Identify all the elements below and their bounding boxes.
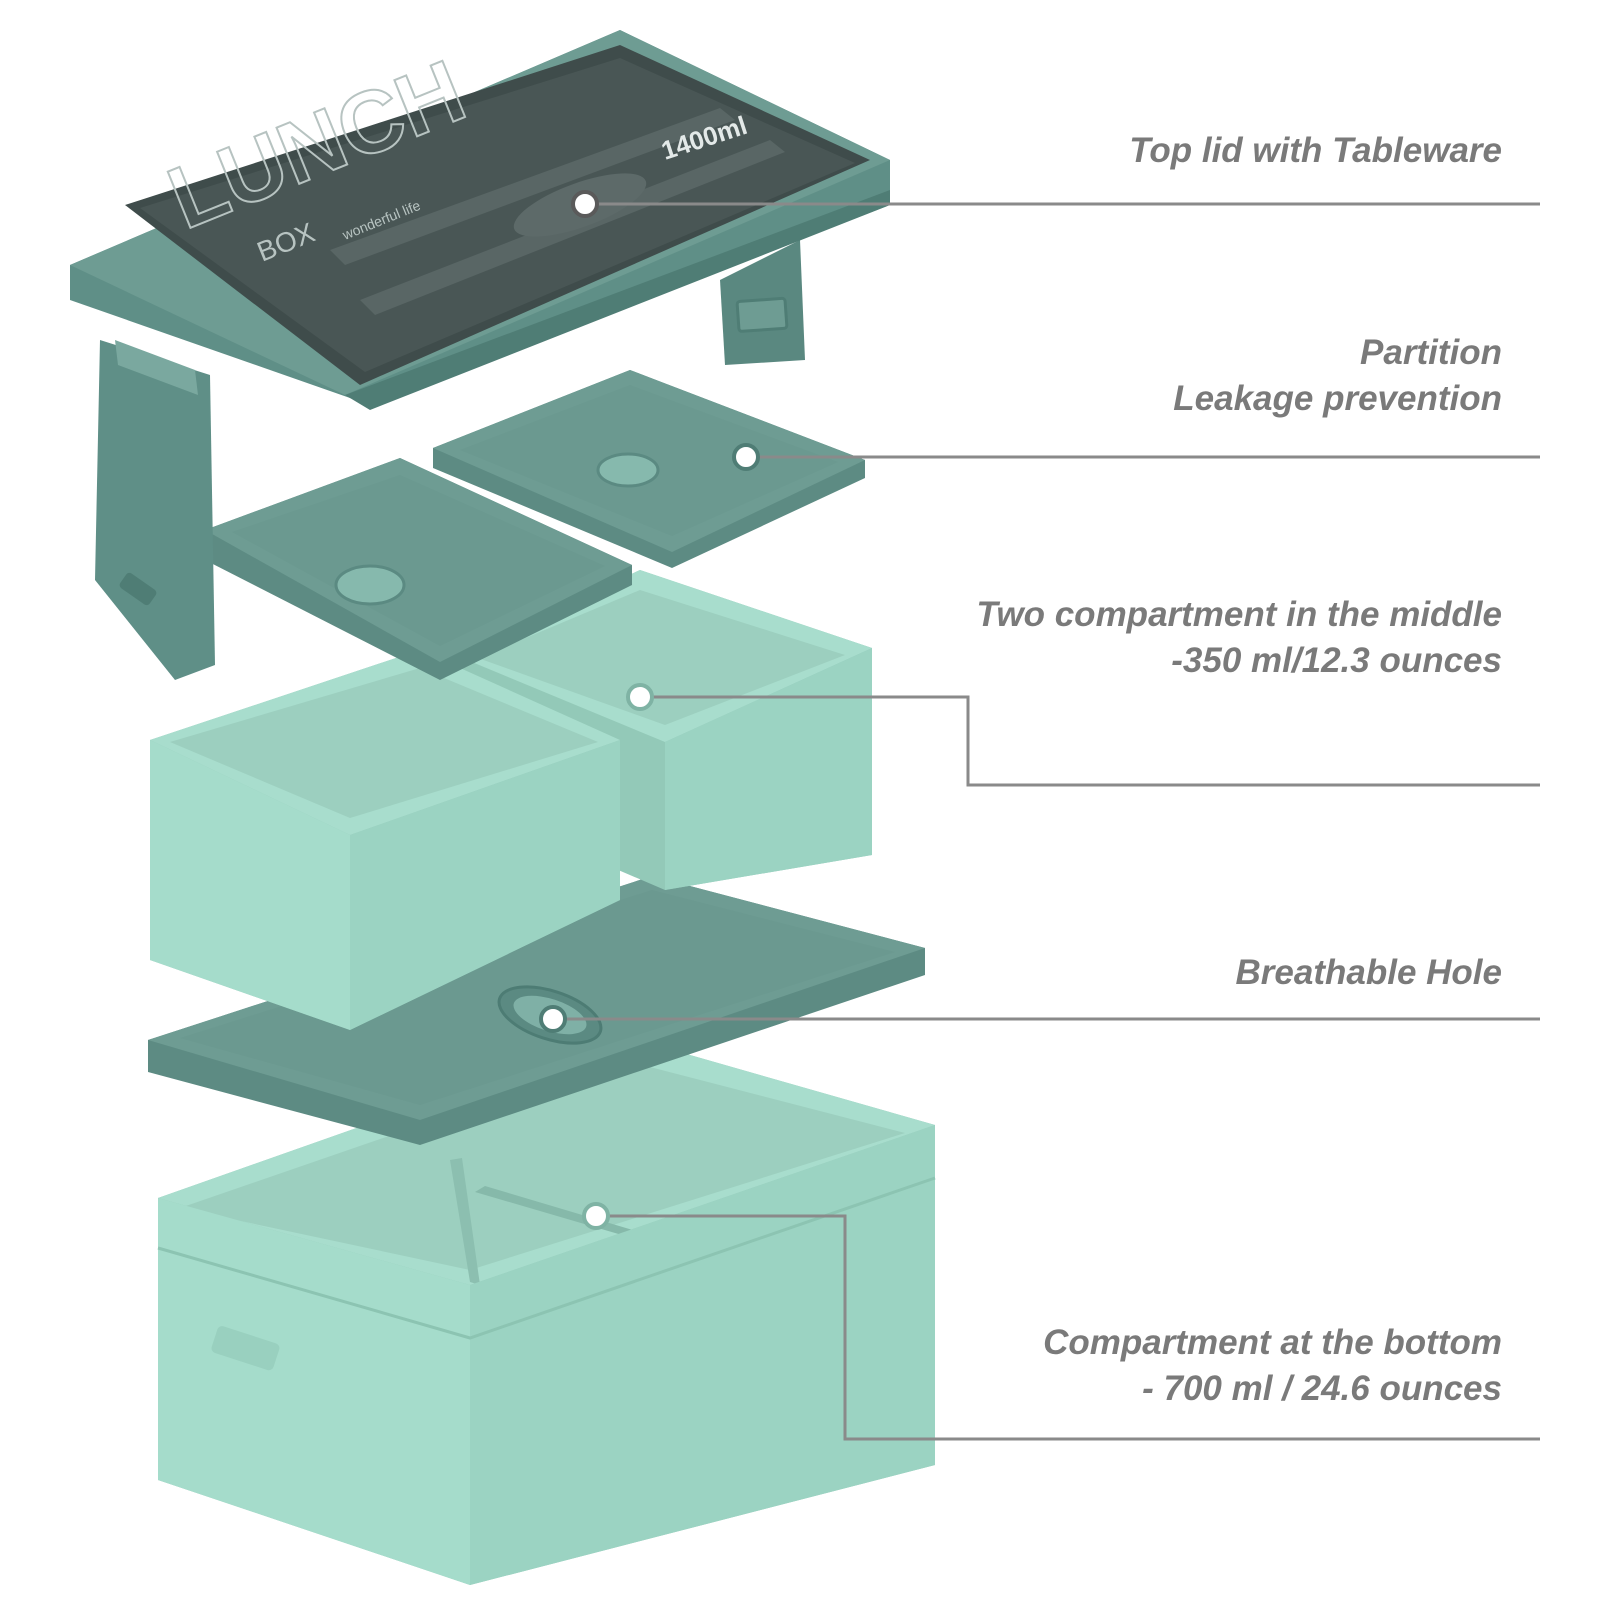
bottom-compartment xyxy=(157,1035,936,1585)
label-partition-line-2: Leakage prevention xyxy=(1173,379,1502,418)
dot-breathable xyxy=(539,1005,567,1033)
middle-compartment-left xyxy=(150,650,620,1030)
label-bottom-line-2: - 700 ml / 24.6 ounces xyxy=(1142,1369,1502,1408)
top-lid-with-tableware xyxy=(70,30,890,680)
dot-partition xyxy=(732,443,760,471)
dot-top-lid xyxy=(571,190,599,218)
partition-lid-left xyxy=(205,458,632,680)
label-partition: Partition Leakage prevention xyxy=(1173,330,1502,422)
label-partition-line-1: Partition xyxy=(1360,333,1502,372)
leader-lines xyxy=(554,202,1540,1441)
label-breathable: Breathable Hole xyxy=(1236,950,1502,996)
label-top-lid-line-1: Top lid with Tableware xyxy=(1129,131,1502,170)
dot-middle xyxy=(626,683,654,711)
label-top-lid: Top lid with Tableware xyxy=(1129,128,1502,174)
label-middle: Two compartment in the middle -350 ml/12… xyxy=(976,592,1502,684)
leader-middle xyxy=(641,695,1540,787)
label-middle-line-2: -350 ml/12.3 ounces xyxy=(1171,641,1502,680)
label-bottom: Compartment at the bottom - 700 ml / 24.… xyxy=(1043,1320,1502,1412)
callout-dots xyxy=(539,190,760,1230)
label-breathable-line-1: Breathable Hole xyxy=(1235,953,1502,992)
leader-bottom xyxy=(597,1214,1540,1441)
label-bottom-line-1: Compartment at the bottom xyxy=(1043,1323,1502,1362)
label-middle-line-1: Two compartment in the middle xyxy=(976,595,1502,634)
dot-bottom xyxy=(582,1202,610,1230)
partition-lid-right xyxy=(433,370,865,568)
